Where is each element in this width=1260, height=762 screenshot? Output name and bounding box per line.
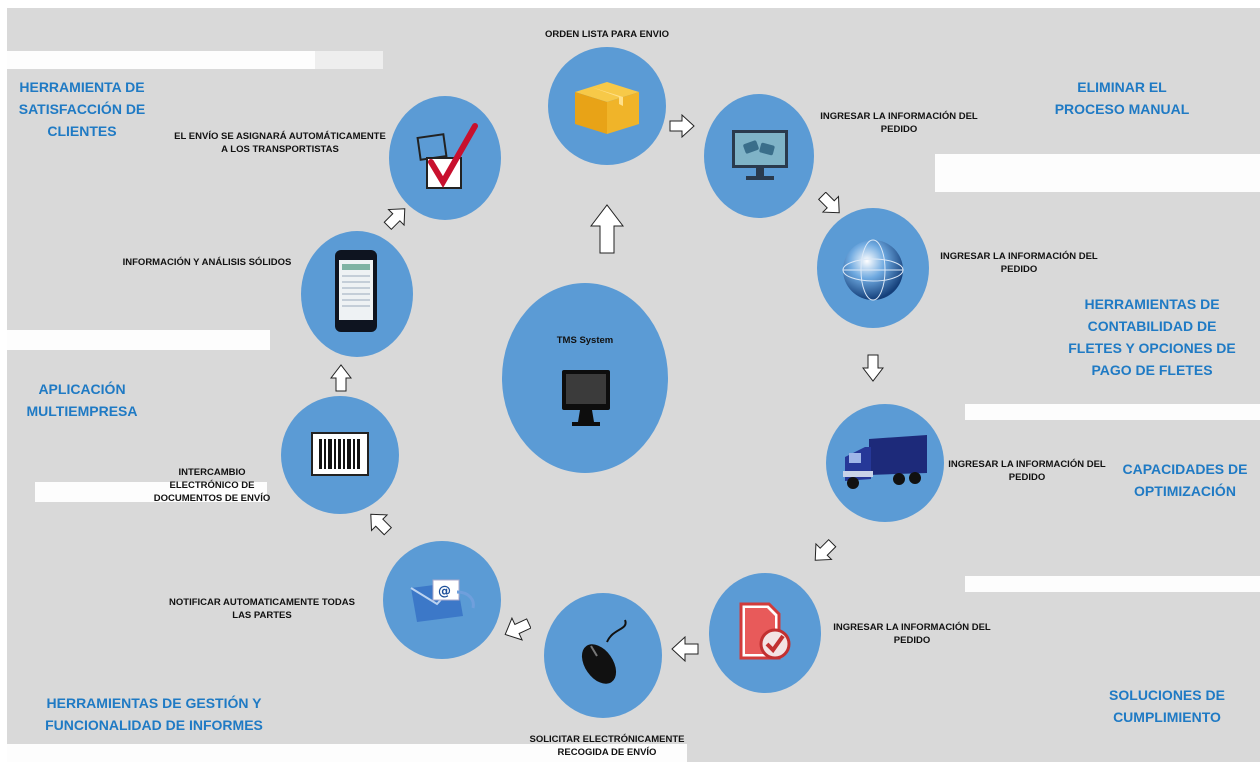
step-edi-label: INTERCAMBIO ELECTRÓNICO DE DOCUMENTOS DE… <box>153 467 271 504</box>
smartphone-icon <box>335 250 377 332</box>
category-accounting: HERRAMIENTAS DE CONTABILIDAD DE FLETES Y… <box>1068 296 1236 378</box>
diagram-canvas: TMS System <box>7 8 1260 762</box>
arrow-info4-to-pickup <box>671 636 699 662</box>
band <box>35 482 267 502</box>
step-info1-label: INGRESAR LA INFORMACIÓN DEL PEDIDO <box>820 111 978 135</box>
email-icon: @ <box>410 579 475 622</box>
arrow-pickup-to-notify <box>504 616 531 641</box>
step-pickup-label: SOLICITAR ELECTRÓNICAMENTE RECOGIDA DE E… <box>529 734 685 758</box>
truck-icon <box>843 435 927 489</box>
arrow-hub-to-order <box>590 204 624 254</box>
band <box>315 51 383 69</box>
step-order-label: ORDEN LISTA PARA ENVIO <box>544 29 670 40</box>
step-notify-label: NOTIFICAR AUTOMATICAMENTE TODAS LAS PART… <box>169 597 355 621</box>
category-optimization: CAPACIDADES DE OPTIMIZACIÓN <box>1122 461 1248 499</box>
arrow-edi-to-analysis <box>330 364 352 392</box>
hub-title: TMS System <box>556 335 614 346</box>
monitor-icon <box>562 370 610 426</box>
mouse-icon <box>581 619 627 684</box>
barcode-icon <box>311 432 369 476</box>
arrow-info2-to-info3 <box>862 354 884 382</box>
box-icon <box>575 82 639 134</box>
svg-text:@: @ <box>438 584 451 599</box>
arrow-analysis-to-assign <box>383 208 406 231</box>
band <box>935 154 1260 192</box>
monitor-tickets-icon <box>732 130 788 180</box>
band <box>965 576 1260 592</box>
arrow-notify-to-edi <box>370 513 393 536</box>
band <box>7 744 687 762</box>
category-fulfillment: SOLUCIONES DE CUMPLIMIENTO <box>1109 687 1225 725</box>
arrow-info1-to-info2 <box>817 192 840 214</box>
checkbox-icon <box>416 123 478 189</box>
category-management: HERRAMIENTAS DE GESTIÓN Y FUNCIONALIDAD … <box>45 695 263 733</box>
band <box>965 404 1260 420</box>
step-info2-label: INGRESAR LA INFORMACIÓN DEL PEDIDO <box>940 251 1098 275</box>
category-manual: ELIMINAR EL PROCESO MANUAL <box>1054 79 1190 117</box>
band <box>7 51 315 69</box>
category-satisfaction: HERRAMIENTA DE SATISFACCIÓN DE CLIENTES <box>18 79 146 139</box>
arrow-order-to-info1 <box>669 114 695 138</box>
band <box>7 330 270 350</box>
step-assign-label: EL ENVÍO SE ASIGNARÁ AUTOMÁTICAMENTE A L… <box>174 131 386 155</box>
step-info4-label: INGRESAR LA INFORMACIÓN DEL PEDIDO <box>833 622 991 646</box>
step-analysis-label: INFORMACIÓN Y ANÁLISIS SÓLIDOS <box>122 257 292 268</box>
step-info3-label: INGRESAR LA INFORMACIÓN DEL PEDIDO <box>948 459 1106 483</box>
arrow-info3-to-info4 <box>814 538 837 561</box>
document-check-icon <box>739 602 791 660</box>
globe-icon <box>842 239 904 301</box>
category-multicompany: APLICACIÓN MULTIEMPRESA <box>26 381 138 419</box>
